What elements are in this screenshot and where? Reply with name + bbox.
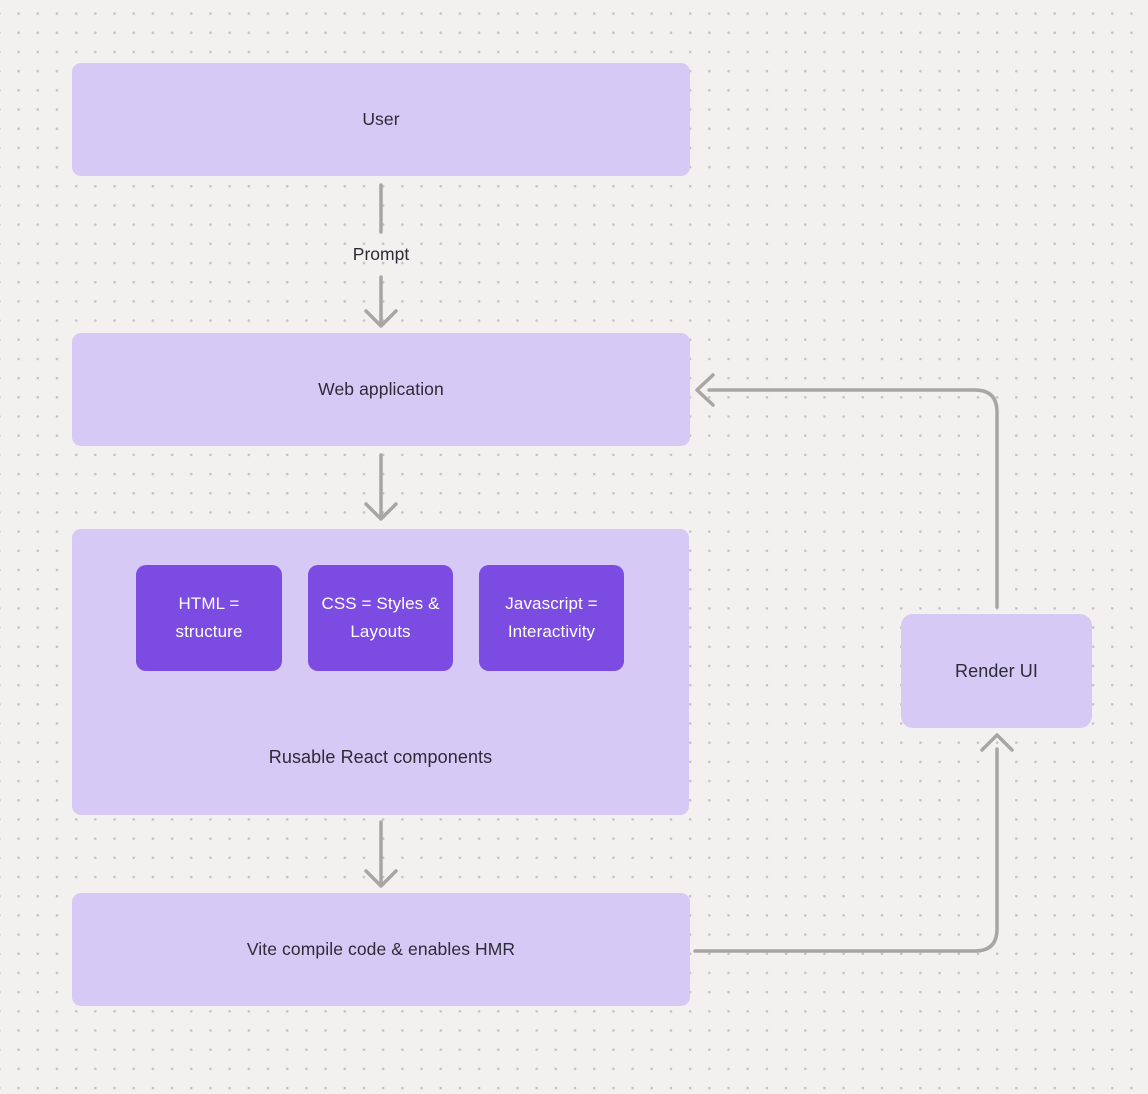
edge-render-to-web bbox=[707, 388, 999, 609]
card-html-label: HTML = structure bbox=[175, 594, 243, 641]
node-vite[interactable]: Vite compile code & enables HMR bbox=[72, 893, 690, 1006]
node-web-application-label: Web application bbox=[318, 379, 444, 399]
card-css[interactable]: CSS = Styles & Layouts bbox=[308, 565, 453, 671]
components-group-caption: Rusable React components bbox=[268, 747, 493, 767]
arrowhead-left-icon bbox=[695, 373, 715, 407]
arrowhead-up-icon bbox=[980, 733, 1014, 752]
arrowhead-down-icon bbox=[364, 502, 398, 521]
card-javascript[interactable]: Javascript = Interactivity bbox=[479, 565, 624, 671]
edge-vite-to-render bbox=[693, 747, 999, 953]
node-user-label: User bbox=[362, 109, 400, 129]
edge-label-prompt: Prompt bbox=[352, 244, 410, 264]
card-html[interactable]: HTML = structure bbox=[136, 565, 282, 671]
arrowhead-down-icon bbox=[364, 869, 398, 888]
node-web-application[interactable]: Web application bbox=[72, 333, 690, 446]
node-components-group[interactable]: HTML = structure CSS = Styles & Layouts … bbox=[72, 529, 689, 815]
node-render-ui[interactable]: Render UI bbox=[901, 614, 1092, 728]
card-javascript-label: Javascript = Interactivity bbox=[505, 594, 598, 641]
node-user[interactable]: User bbox=[72, 63, 690, 176]
card-css-label: CSS = Styles & Layouts bbox=[321, 594, 440, 641]
node-vite-label: Vite compile code & enables HMR bbox=[246, 939, 516, 959]
arrowhead-down-icon bbox=[364, 309, 398, 328]
node-render-ui-label: Render UI bbox=[955, 660, 1038, 681]
components-row: HTML = structure CSS = Styles & Layouts … bbox=[136, 565, 624, 671]
